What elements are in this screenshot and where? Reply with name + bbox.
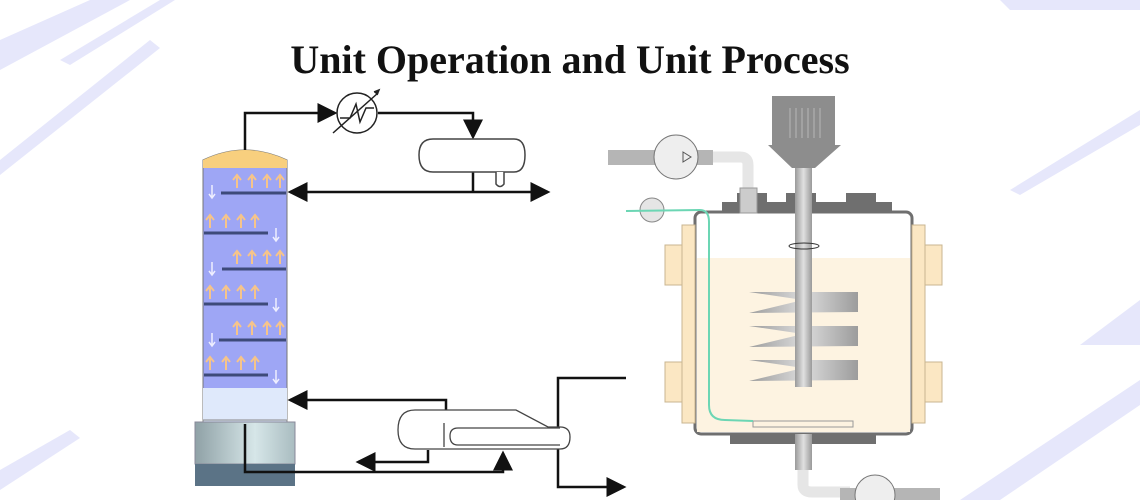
liquid-arrows — [208, 185, 280, 385]
stirred-tank-reactor — [608, 96, 943, 500]
condenser — [332, 88, 381, 134]
page-title: Unit Operation and Unit Process — [290, 37, 850, 82]
sparger — [752, 420, 854, 428]
process-lines — [243, 103, 627, 497]
reflux-drum — [418, 138, 526, 188]
agitator-shaft — [795, 165, 812, 387]
vapor-arrows — [205, 173, 285, 370]
distillation-column — [194, 149, 296, 486]
reboiler — [397, 409, 571, 450]
feed-pump-icon — [653, 134, 699, 180]
discharge-pump-icon — [854, 474, 896, 500]
heating-jacket — [664, 224, 943, 424]
agitator-motor — [768, 96, 841, 168]
sensor-line — [625, 208, 754, 422]
